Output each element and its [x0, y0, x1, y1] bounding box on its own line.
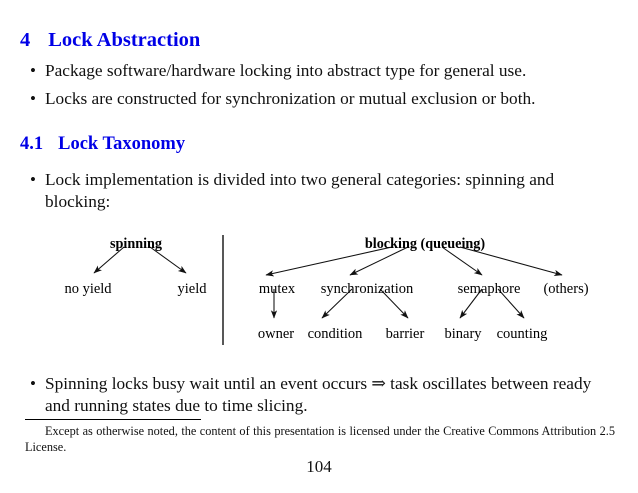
footnote-text: Except as otherwise noted, the content o… — [25, 423, 615, 455]
footnote-body: Except as otherwise noted, the content o… — [25, 424, 615, 454]
bullet-marker-icon: • — [30, 89, 36, 108]
bullet-marker-icon: • — [30, 170, 36, 189]
bullet-text: Package software/hardware locking into a… — [45, 61, 527, 80]
bullet-marker-icon: • — [30, 61, 36, 80]
node-semaphore: semaphore — [457, 281, 521, 297]
section-heading: 4 Lock Abstraction — [20, 29, 200, 52]
node-spinning-root: spinning — [109, 236, 163, 252]
bullet-text: Lock implementation is divided into two … — [45, 170, 555, 211]
bullet-text: Spinning locks busy wait until an event … — [45, 374, 592, 415]
node-condition: condition — [307, 326, 363, 342]
bullet-item: • Spinning locks busy wait until an even… — [30, 373, 610, 417]
subsection-title: Lock Taxonomy — [58, 134, 186, 154]
subsection-heading: 4.1 Lock Taxonomy — [20, 134, 185, 155]
node-barrier: barrier — [385, 326, 425, 342]
page-number: 104 — [306, 457, 332, 476]
node-others: (others) — [543, 281, 589, 297]
node-binary: binary — [444, 326, 482, 342]
bullet-item: • Lock implementation is divided into tw… — [30, 169, 610, 213]
section-title: Lock Abstraction — [48, 29, 201, 51]
section-number: 4 — [20, 29, 31, 51]
bullet-text: Locks are constructed for synchronizatio… — [45, 89, 536, 108]
footnote-divider — [25, 419, 201, 420]
bullet-item: • Locks are constructed for synchronizat… — [30, 88, 630, 110]
subsection-number: 4.1 — [20, 134, 44, 154]
node-yield: yield — [177, 281, 207, 297]
node-counting: counting — [496, 326, 548, 342]
lock-taxonomy-diagram: spinning no yield yield blocking (queuei… — [0, 225, 638, 355]
node-owner: owner — [257, 326, 295, 342]
bullet-item: • Package software/hardware locking into… — [30, 60, 630, 82]
node-mutex: mutex — [258, 281, 296, 297]
diagram-connectors — [93, 235, 563, 345]
node-blocking-root: blocking (queueing) — [364, 236, 486, 252]
node-synchronization: synchronization — [320, 281, 414, 297]
bullet-marker-icon: • — [30, 374, 36, 393]
node-no-yield: no yield — [64, 281, 112, 297]
